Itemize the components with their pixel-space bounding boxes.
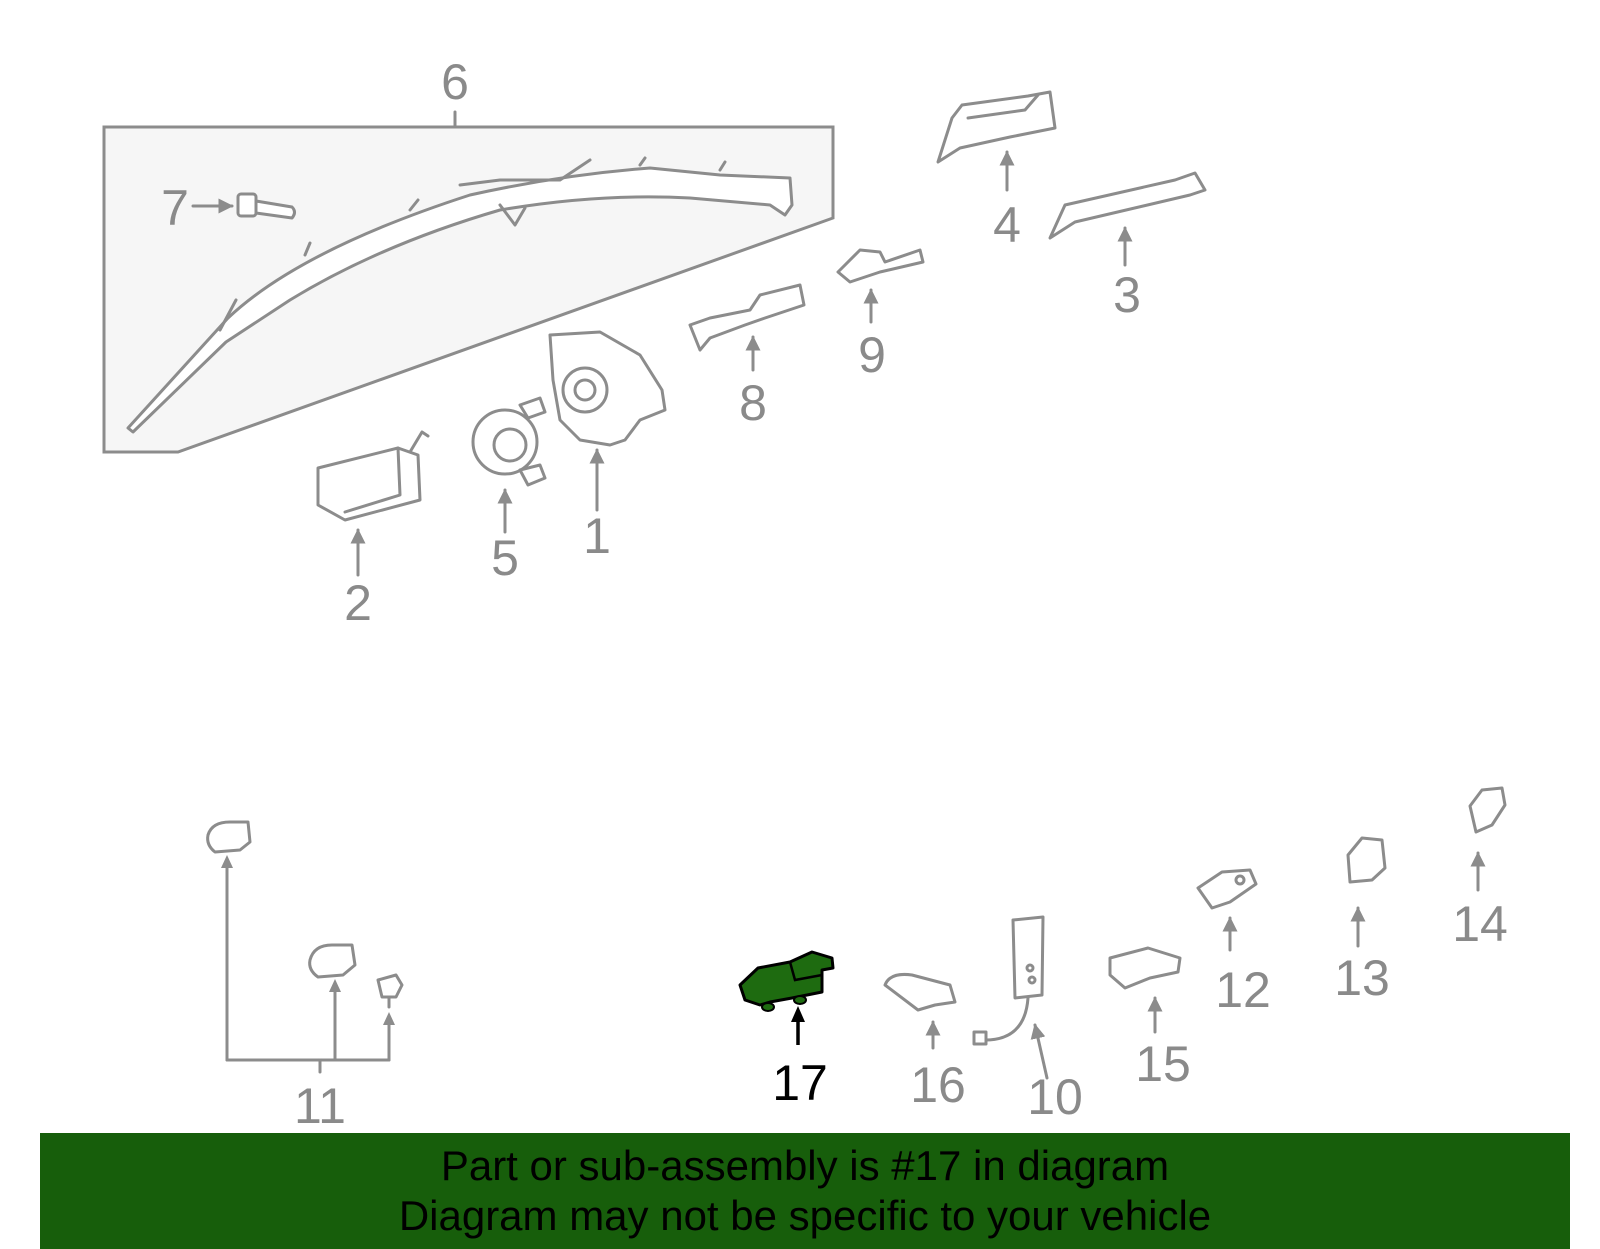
callout-11: 11 [294, 1078, 346, 1134]
passenger-airbag-part-2[interactable] [316, 430, 430, 577]
callout-16: 16 [910, 1057, 966, 1113]
callout-1: 1 [583, 508, 611, 564]
sensor-part-15[interactable] [1108, 946, 1182, 1034]
sensor-part-12[interactable] [1196, 868, 1258, 952]
callout-7: 7 [161, 180, 189, 236]
callout-6: 6 [441, 54, 469, 110]
bracket-part-9[interactable] [836, 248, 925, 324]
callout-17: 17 [772, 1055, 828, 1111]
callout-13: 13 [1334, 950, 1390, 1006]
callout-8: 8 [739, 375, 767, 431]
steering-airbag-part-1[interactable] [548, 330, 667, 512]
sensor-kit-part-11[interactable] [206, 820, 404, 1074]
callout-14: 14 [1452, 896, 1508, 952]
callout-10: 10 [1027, 1069, 1083, 1125]
trim-part-3[interactable] [1048, 171, 1207, 267]
control-module-part-17[interactable] [738, 950, 835, 1045]
info-banner: Part or sub-assembly is #17 in diagram D… [40, 1133, 1570, 1249]
callout-9: 9 [858, 327, 886, 383]
clock-spring-part-5[interactable] [471, 396, 547, 534]
bracket-part-8[interactable] [688, 283, 806, 372]
banner-line-1: Part or sub-assembly is #17 in diagram [440, 1142, 1170, 1189]
curtain-airbag-part-6[interactable] [126, 156, 794, 434]
trim-part-4[interactable] [936, 90, 1057, 192]
callout-2: 2 [344, 575, 372, 631]
callout-5: 5 [491, 530, 519, 586]
sensor-part-16[interactable] [883, 973, 957, 1050]
bolt-part-7[interactable] [191, 192, 296, 220]
callout-15: 15 [1135, 1036, 1191, 1092]
sensor-part-10[interactable] [972, 915, 1049, 1080]
banner-line-2: Diagram may not be specific to your vehi… [398, 1192, 1212, 1239]
callout-4: 4 [993, 197, 1021, 253]
callout-12: 12 [1215, 962, 1271, 1018]
callout-3: 3 [1113, 267, 1141, 323]
sensor-part-13[interactable] [1346, 836, 1387, 948]
sensor-part-14[interactable] [1468, 786, 1507, 892]
